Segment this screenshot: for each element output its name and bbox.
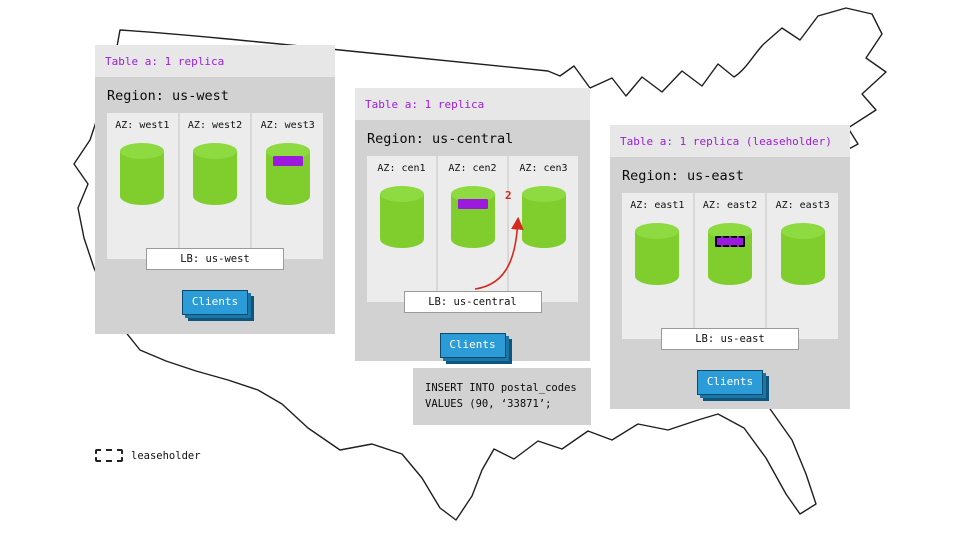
load-balancer: LB: us-east	[661, 328, 799, 350]
clients-row: Clients	[95, 290, 335, 315]
database-cylinder	[706, 221, 754, 287]
leaseholder-legend: leaseholder	[95, 449, 201, 462]
clients-box: Clients	[182, 290, 248, 315]
database-cylinder-icon	[450, 186, 495, 248]
leaseholder-chip	[715, 236, 745, 247]
az-area: AZ: east1 AZ: east2	[622, 193, 839, 339]
database-cylinder	[633, 221, 681, 287]
database-cylinder	[191, 141, 239, 207]
table-replica-label: Table a: 1 replica (leaseholder)	[620, 134, 832, 148]
clients-box: Clients	[697, 370, 763, 395]
clients-row: Clients	[355, 333, 590, 358]
sql-line: VALUES (90, ‘33871’;	[425, 398, 552, 410]
database-cylinder	[264, 141, 312, 207]
table-replica-label: Table a: 1 replica	[105, 54, 225, 68]
az-column: AZ: east2	[694, 193, 766, 339]
table-replica-banner: Table a: 1 replica	[95, 45, 335, 77]
database-cylinder	[449, 184, 497, 250]
replica-chip	[272, 156, 303, 166]
load-balancer: LB: us-west	[146, 248, 284, 270]
az-label: AZ: west3	[260, 120, 315, 131]
database-cylinder	[779, 221, 827, 287]
az-area: AZ: west1 AZ: west2 AZ:	[107, 113, 324, 259]
region-title: Region: us-west	[107, 88, 229, 104]
az-column: AZ: east1	[622, 193, 693, 339]
sql-line: INSERT INTO postal_codes	[425, 382, 577, 394]
replica-chip	[457, 199, 488, 209]
database-cylinder	[378, 184, 426, 250]
sql-statement: INSERT INTO postal_codes VALUES (90, ‘33…	[413, 368, 591, 425]
table-replica-banner: Table a: 1 replica	[355, 88, 590, 120]
az-label: AZ: cen2	[448, 163, 497, 174]
az-label: AZ: east1	[630, 200, 685, 211]
region-title: Region: us-central	[367, 131, 514, 147]
database-cylinder-icon	[265, 143, 310, 205]
legend-label: leaseholder	[131, 449, 201, 462]
database-cylinder-icon	[780, 223, 825, 285]
az-column: AZ: cen3	[509, 156, 578, 302]
database-cylinder	[520, 184, 568, 250]
az-column: AZ: west2	[179, 113, 251, 259]
database-cylinder-icon	[120, 143, 165, 205]
az-column: AZ: west3	[252, 113, 324, 259]
arrow-step-number: 2	[505, 189, 512, 202]
region-panel-us-west: Table a: 1 replica Region: us-west AZ: w…	[95, 45, 335, 334]
az-label: AZ: cen1	[377, 163, 426, 174]
az-label: AZ: west2	[187, 120, 243, 131]
load-balancer: LB: us-central	[403, 291, 542, 313]
az-column: AZ: cen1	[367, 156, 436, 302]
az-column: AZ: cen2	[438, 156, 507, 302]
az-area: AZ: cen1 AZ: cen2	[367, 156, 578, 302]
database-cylinder-icon	[193, 143, 237, 205]
database-cylinder-icon	[379, 186, 424, 248]
database-cylinder	[118, 141, 166, 207]
az-label: AZ: east3	[775, 200, 830, 211]
leaseholder-swatch-icon	[95, 449, 123, 462]
az-column: AZ: west1	[107, 113, 178, 259]
az-label: AZ: cen3	[519, 163, 568, 174]
region-panel-us-central: Table a: 1 replica Region: us-central AZ…	[355, 88, 590, 361]
database-cylinder-icon	[521, 186, 566, 248]
table-replica-label: Table a: 1 replica	[365, 97, 485, 111]
table-replica-banner: Table a: 1 replica (leaseholder)	[610, 125, 850, 157]
clients-box: Clients	[439, 333, 506, 358]
database-cylinder-icon	[708, 223, 752, 285]
region-title: Region: us-east	[622, 168, 744, 184]
az-column: AZ: east3	[767, 193, 839, 339]
clients-row: Clients	[610, 370, 850, 395]
database-cylinder-icon	[635, 223, 680, 285]
region-panel-us-east: Table a: 1 replica (leaseholder) Region:…	[610, 125, 850, 409]
az-label: AZ: west1	[115, 120, 170, 131]
az-label: AZ: east2	[702, 200, 758, 211]
